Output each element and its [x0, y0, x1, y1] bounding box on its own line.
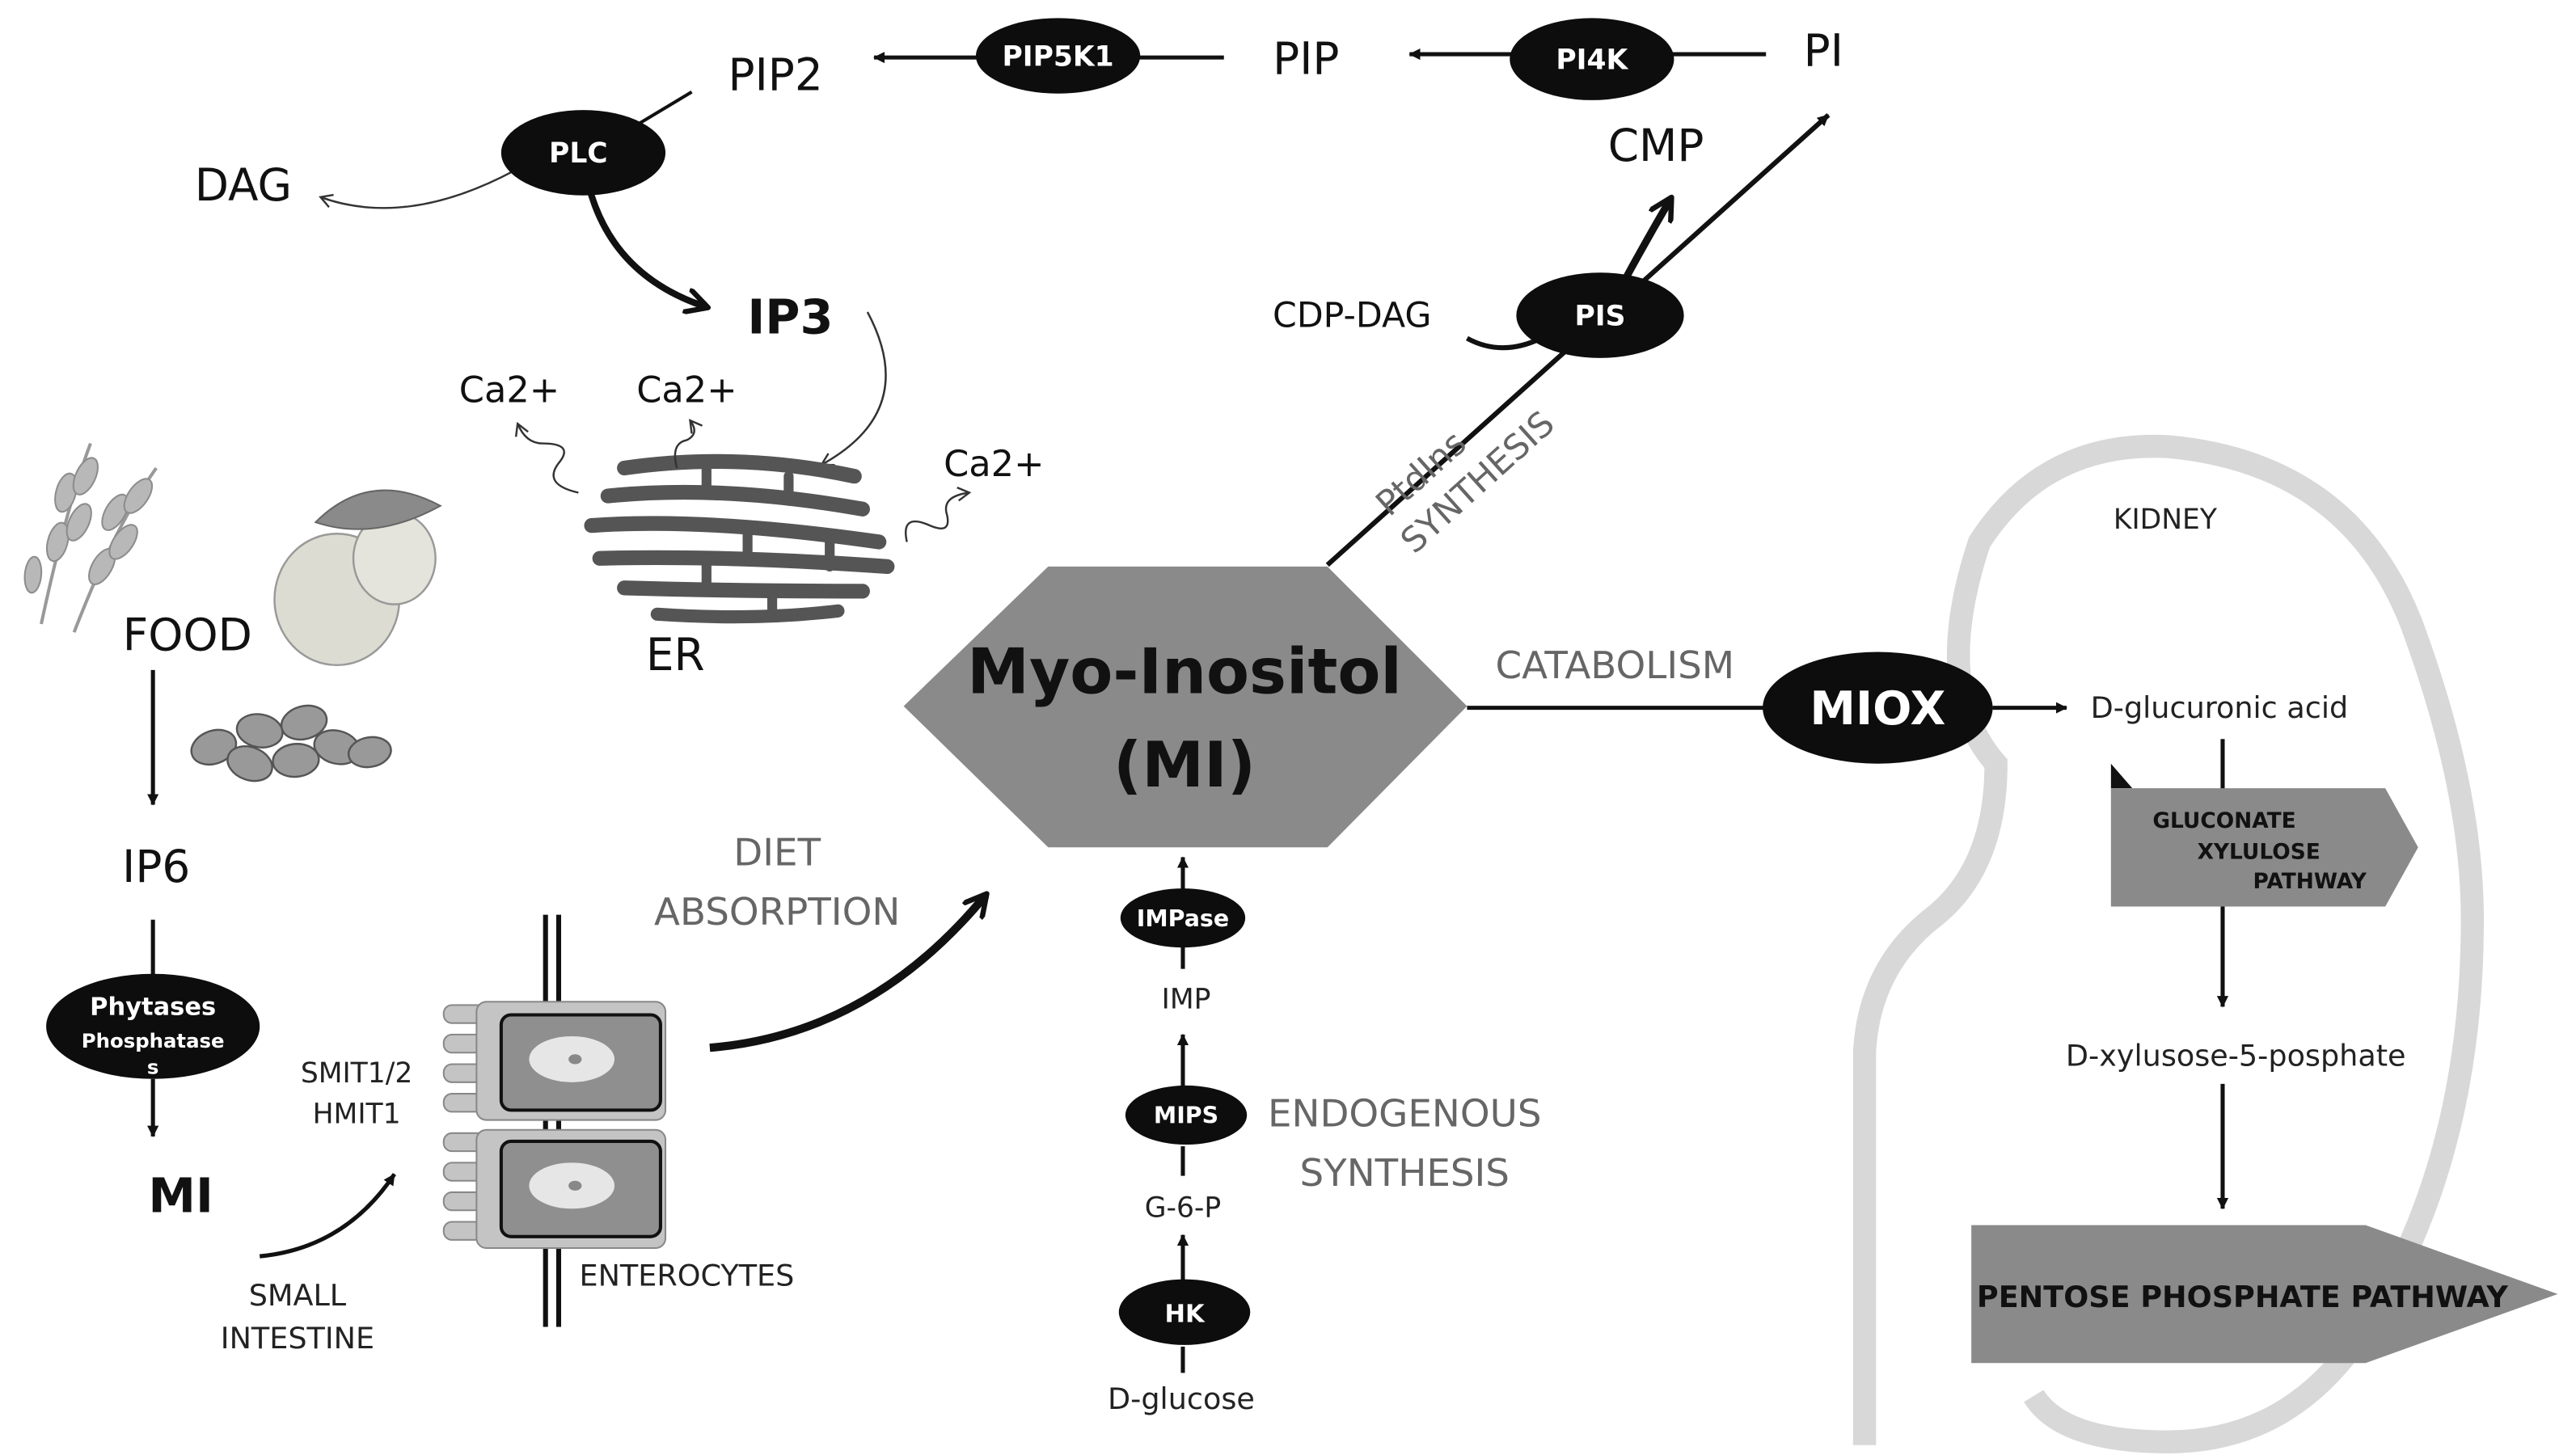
wheat-icon [23, 442, 158, 633]
impase-enzyme: IMPase [1120, 888, 1246, 948]
hk-label: HK [1164, 1300, 1205, 1328]
ip3-label: IP3 [747, 289, 833, 344]
ptdins-synthesis-label: PtdIns SYNTHESIS [1368, 403, 1562, 562]
phytases-label: Phytases [90, 993, 216, 1022]
ca-right-arrow [905, 487, 972, 542]
diet-label: DIET [733, 832, 821, 875]
g6p-label: G-6-P [1145, 1191, 1221, 1224]
absorption-label: ABSORPTION [654, 891, 900, 934]
ppp-label: PENTOSE PHOSPHATE PATHWAY [1977, 1280, 2508, 1314]
miox-enzyme: MIOX [1763, 652, 1993, 764]
hk-enzyme: HK [1118, 1279, 1251, 1345]
pi-label: PI [1804, 24, 1843, 76]
enterocytes-illustration [442, 914, 667, 1327]
plc-enzyme: PLC [500, 110, 666, 196]
mi-abbreviation: (MI) [1113, 729, 1256, 802]
glucuronic-acid-label: D-glucuronic acid [2091, 690, 2349, 725]
mips-label: MIPS [1154, 1103, 1218, 1129]
small-label: SMALL [249, 1278, 347, 1313]
imp-label: IMP [1162, 983, 1211, 1015]
diet-absorption-arrow [709, 895, 986, 1052]
plc-to-ip3-arrow [585, 183, 707, 307]
pip-label: PIP [1273, 32, 1339, 84]
pip5k1-label: PIP5K1 [1002, 40, 1113, 73]
ca-left-arrow [514, 421, 579, 494]
mips-enzyme: MIPS [1125, 1085, 1248, 1145]
seeds-icon [190, 704, 392, 782]
phosphatases-label: Phosphatase [82, 1029, 225, 1052]
myo-inositol-hexagon: Myo-Inositol (MI) [903, 566, 1467, 848]
dglucose-label: D-glucose [1108, 1381, 1255, 1416]
gluconate-xylulose-pathway-box: GLUCONATE XYLULOSE PATHWAY [2110, 763, 2418, 907]
dag-label: DAG [195, 159, 292, 211]
food-label: FOOD [123, 609, 252, 661]
gluconate-label: GLUCONATE [2152, 808, 2295, 833]
ip6-label: IP6 [122, 841, 190, 892]
ca-mid-label: Ca2+ [636, 369, 737, 411]
phosphatases-label-suffix: s [147, 1056, 159, 1079]
cmp-label: CMP [1608, 120, 1704, 171]
enterocytes-label: ENTEROCYTES [580, 1259, 795, 1293]
er-label: ER [646, 629, 705, 681]
pentose-phosphate-pathway-box: PENTOSE PHOSPHATE PATHWAY [1971, 1225, 2558, 1364]
impase-label: IMPase [1137, 905, 1229, 932]
miox-label: MIOX [1810, 682, 1945, 736]
plc-label: PLC [549, 137, 608, 170]
smit-label: SMIT1/2 [301, 1057, 413, 1090]
endogenous-synthesis-label: SYNTHESIS [1300, 1152, 1510, 1196]
myo-inositol-title: Myo-Inositol [967, 635, 1402, 708]
pip5k1-enzyme: PIP5K1 [975, 18, 1141, 94]
ca-right-label: Ca2+ [944, 443, 1044, 485]
xylulose-5-phosphate-label: D-xylusose-5-posphate [2066, 1039, 2406, 1073]
phytases-enzyme: Phytases Phosphatase s [46, 973, 260, 1079]
cdp-dag-label: CDP-DAG [1273, 295, 1431, 335]
hmit-label: HMIT1 [313, 1099, 401, 1131]
pis-label: PIS [1575, 300, 1626, 332]
kidney-label: KIDNEY [2114, 504, 2218, 536]
mi-diet-label: MI [148, 1167, 213, 1223]
pi4k-enzyme: PI4K [1510, 18, 1674, 100]
ca-mid-arrow [674, 419, 703, 469]
pathway-label: PATHWAY [2253, 869, 2367, 894]
mi-to-enterocytes-arrow [259, 1173, 396, 1259]
pi4k-label: PI4K [1556, 44, 1628, 76]
pip2-label: PIP2 [728, 49, 823, 101]
pis-enzyme: PIS [1516, 272, 1684, 358]
xylulose-label: XYLULOSE [2198, 840, 2321, 865]
kidney-outline [1852, 434, 2485, 1453]
intestine-label: INTESTINE [221, 1321, 374, 1356]
lemon-icon [273, 489, 442, 667]
catabolism-label: CATABOLISM [1495, 644, 1734, 688]
ip3-to-er-arrow [819, 311, 887, 466]
er-illustration [584, 453, 895, 624]
plc-to-dag-arrow [319, 163, 526, 209]
endogenous-label: ENDOGENOUS [1268, 1093, 1542, 1137]
ca-left-label: Ca2+ [459, 369, 560, 411]
